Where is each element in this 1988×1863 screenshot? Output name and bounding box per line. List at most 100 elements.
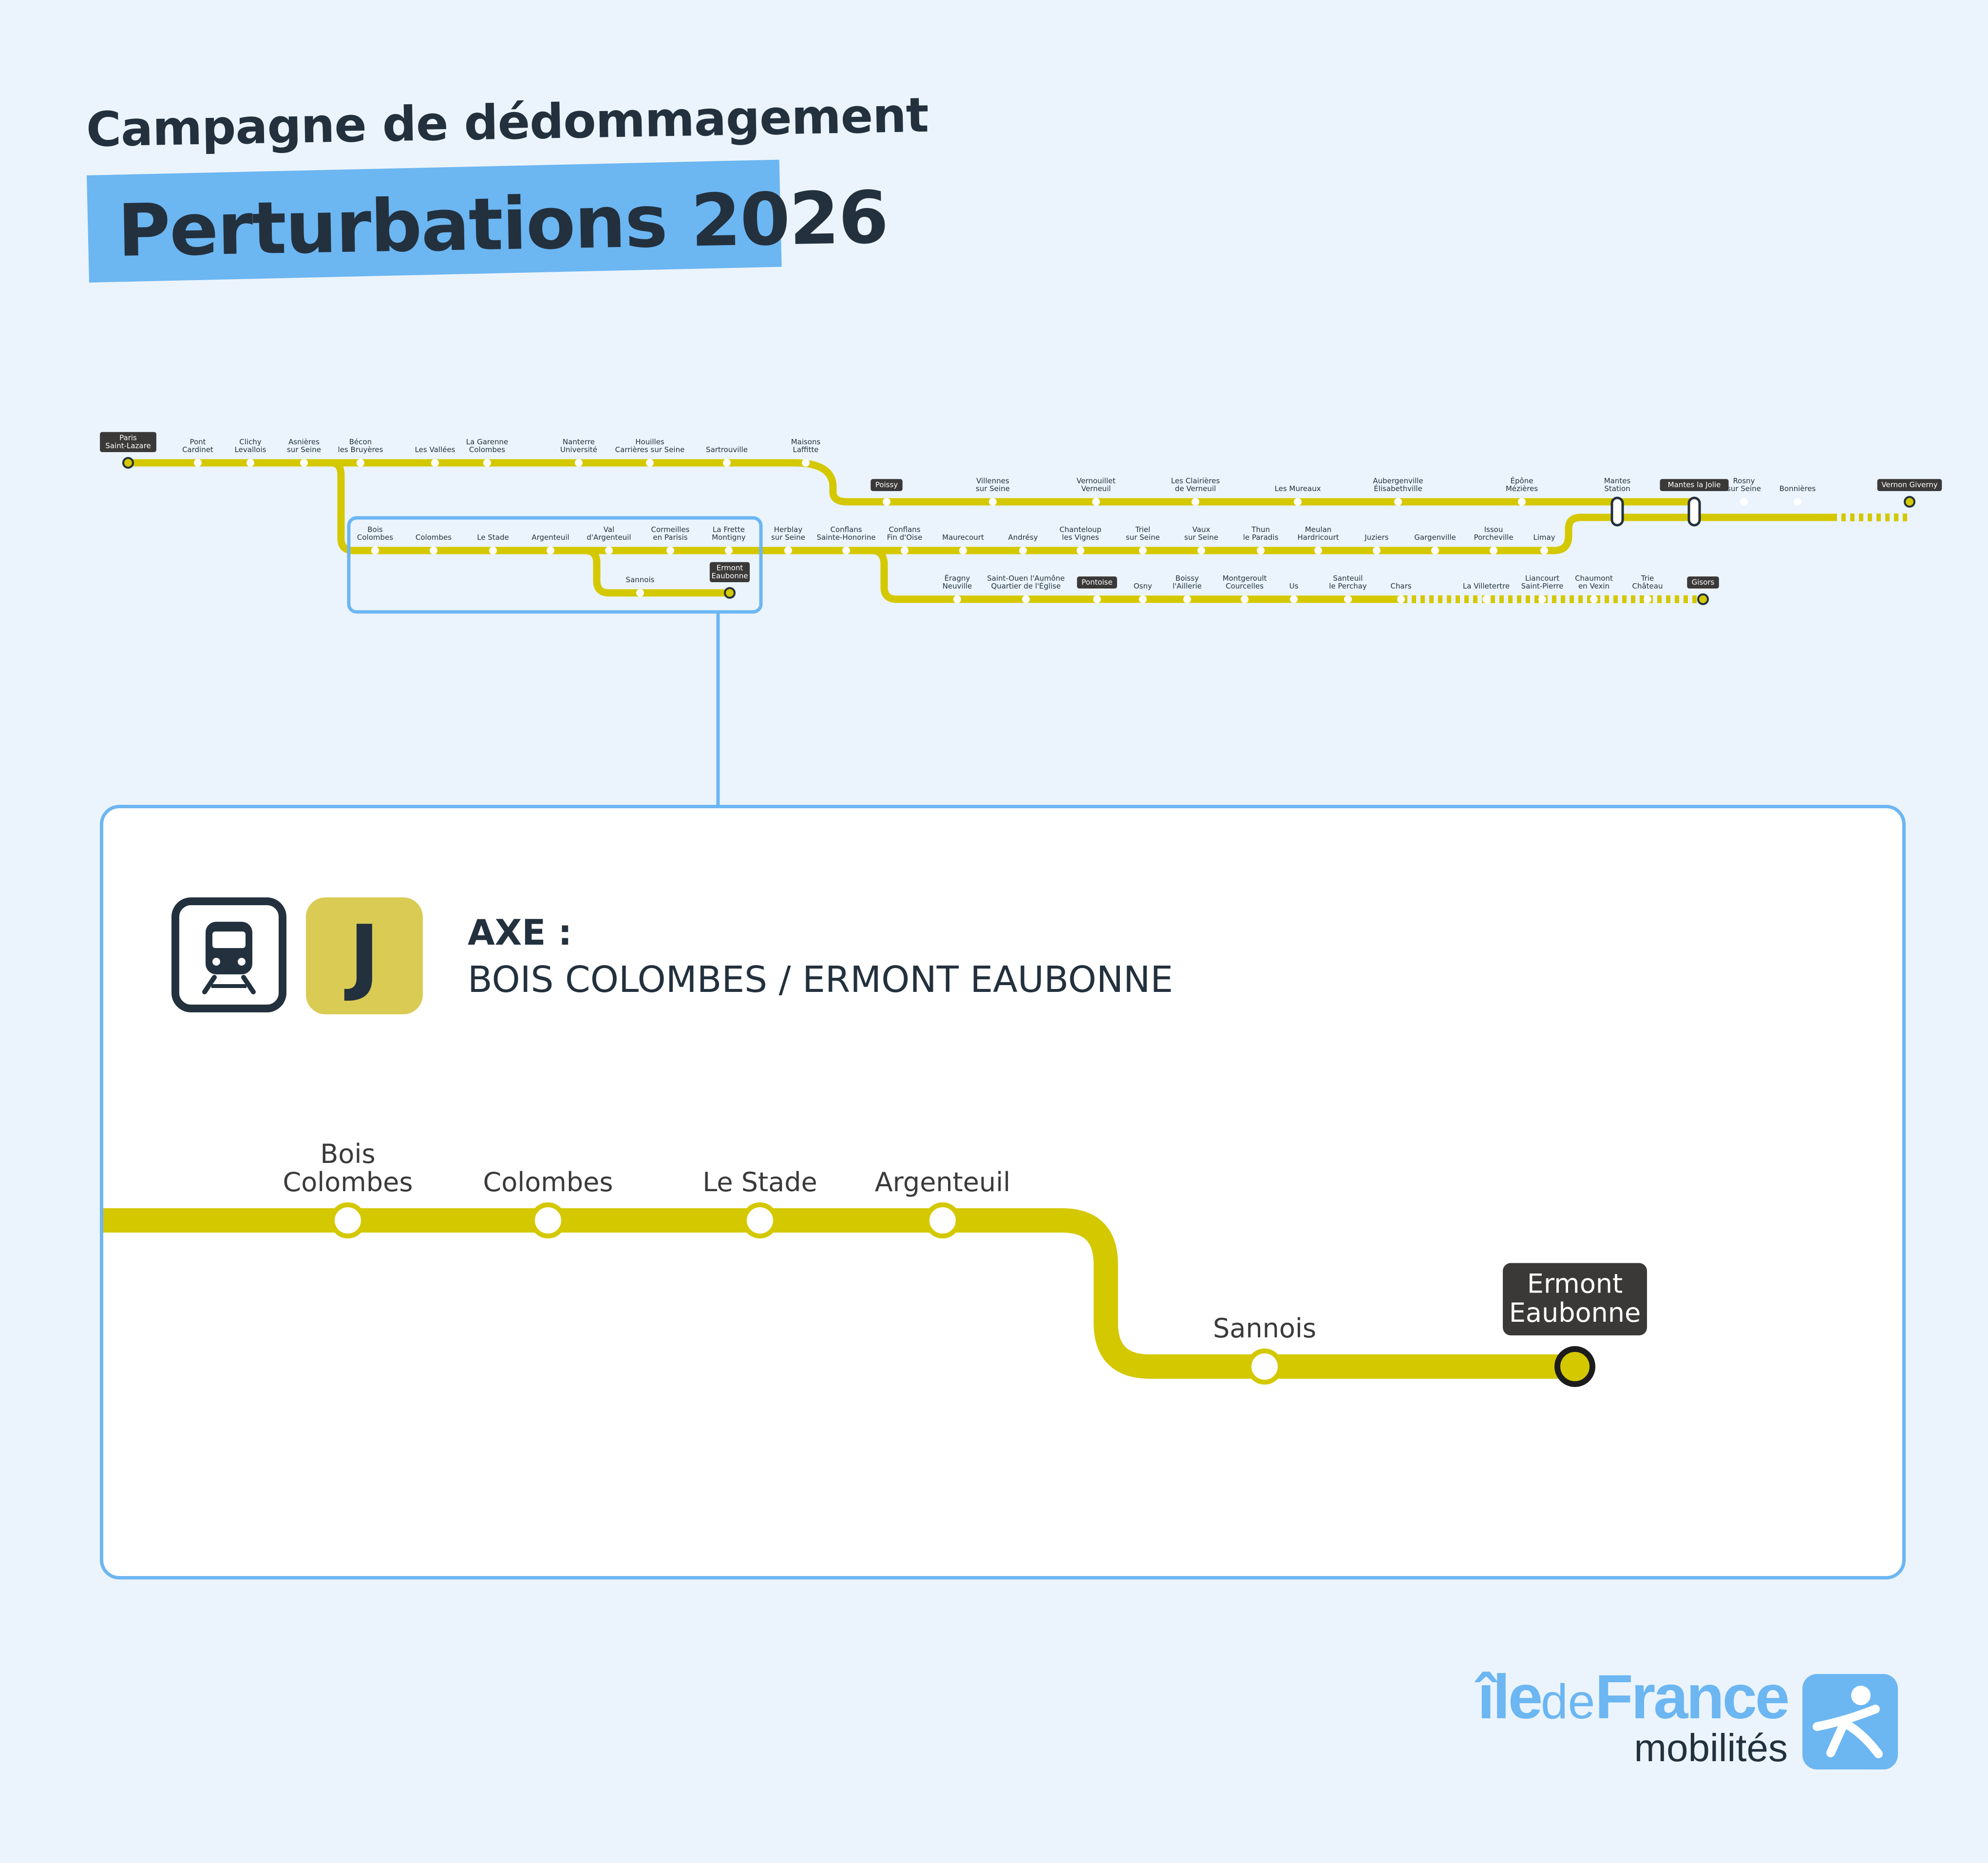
ermont-station-1-dot <box>724 587 736 599</box>
argenteuil-station-9-dot <box>901 547 909 554</box>
mantes-station-2-dot <box>1092 498 1100 506</box>
gisors-station-13-dot <box>1697 593 1709 605</box>
highlight-box <box>347 516 763 614</box>
mantes-station-7-interchange <box>1610 496 1624 527</box>
argenteuil-station-3-dot <box>547 547 554 554</box>
argenteuil-station-1-label: Colombes <box>416 533 452 542</box>
gisors-station-2-tag <box>1077 576 1117 589</box>
ermont-station-1-tag <box>709 562 750 582</box>
gisors-station-13-label: Gisors <box>1692 578 1715 587</box>
argenteuil-station-11-label: Andrésy <box>1008 533 1038 542</box>
axe-label: AXE : <box>468 912 572 953</box>
gisors-station-7-dot <box>1344 595 1352 603</box>
gisors-station-6-dot <box>1290 595 1298 603</box>
argenteuil-station-20-label: Limay <box>1533 533 1555 542</box>
trunk-station-7-dot <box>575 459 583 467</box>
mantes-station-0-tag <box>871 479 903 491</box>
trunk-station-6-dot <box>483 459 491 467</box>
argenteuil-station-10-label: Maurecourt <box>942 533 984 542</box>
trunk-station-9-label: Sartrouville <box>706 445 748 454</box>
logo-part-ile: île <box>1477 1662 1543 1732</box>
argenteuil-station-8-dot <box>842 547 850 554</box>
trunk-station-8-dot <box>646 459 654 467</box>
argenteuil-station-0-dot <box>371 547 379 554</box>
gisors-station-11-dot <box>1590 595 1598 603</box>
gisors-station-4-dot <box>1183 595 1191 603</box>
argenteuil-station-17-label: Juziers <box>1364 533 1388 542</box>
argenteuil-station-19-dot <box>1490 547 1497 554</box>
gisors-station-8-dot <box>1397 595 1405 603</box>
detail-line-path <box>103 1208 1575 1379</box>
mantes-station-5-dot <box>1394 498 1402 506</box>
mantes-station-11-label: Vernon Giverny <box>1881 480 1937 489</box>
gisors-station-8-label: Chars <box>1390 582 1411 590</box>
detail-station-4-label: Sannois <box>1213 1313 1316 1344</box>
argenteuil-station-5-dot <box>666 547 674 554</box>
detail-station-4-dot <box>1247 1349 1283 1385</box>
mantes-station-4-dot <box>1294 498 1302 506</box>
train-icon <box>171 897 286 1012</box>
ermont-station-0-dot <box>636 589 644 597</box>
argenteuil-station-3-label: Argenteuil <box>531 533 569 542</box>
detail-station-0-dot <box>330 1202 366 1238</box>
gisors-station-2-dot <box>1093 595 1101 603</box>
argenteuil-station-16-dot <box>1314 547 1322 554</box>
logo-wordmark: îledeFrance <box>1413 1666 1790 1729</box>
axe-value: BOIS COLOMBES / ERMONT EAUBONNE <box>468 959 1174 1001</box>
idf-mobilites-logo: îledeFrance mobilités <box>1413 1666 1900 1783</box>
mantes-station-10-dot <box>1794 498 1801 506</box>
mantes-station-1-dot <box>989 498 997 506</box>
vernon-hatched-segment <box>1837 513 1910 521</box>
mantes-station-8-label: Mantes la Jolie <box>1668 480 1721 489</box>
detail-station-3-label: Argenteuil <box>875 1167 1011 1198</box>
argenteuil-station-20-dot <box>1540 547 1548 554</box>
argenteuil-station-2-label: Le Stade <box>477 533 509 542</box>
trunk-station-9-dot <box>723 459 731 467</box>
detail-station-5-tag <box>1503 1263 1647 1335</box>
argenteuil-station-18-dot <box>1431 547 1439 554</box>
detail-station-2-dot <box>742 1202 778 1238</box>
gisors-station-3-label: Osny <box>1134 582 1152 590</box>
detail-station-2-label: Le Stade <box>702 1167 817 1198</box>
mantes-station-11-dot <box>1904 496 1915 508</box>
argenteuil-station-7-dot <box>784 547 792 554</box>
mantes-station-0-dot <box>883 498 890 506</box>
gisors-station-1-dot <box>1022 595 1030 603</box>
line-badge: J <box>306 897 423 1014</box>
argenteuil-station-1-dot <box>430 547 437 554</box>
mantes-station-8-interchange <box>1687 496 1701 527</box>
gisors-station-0-dot <box>953 595 961 603</box>
argenteuil-station-15-dot <box>1257 547 1265 554</box>
gisors-station-12-dot <box>1644 595 1651 603</box>
